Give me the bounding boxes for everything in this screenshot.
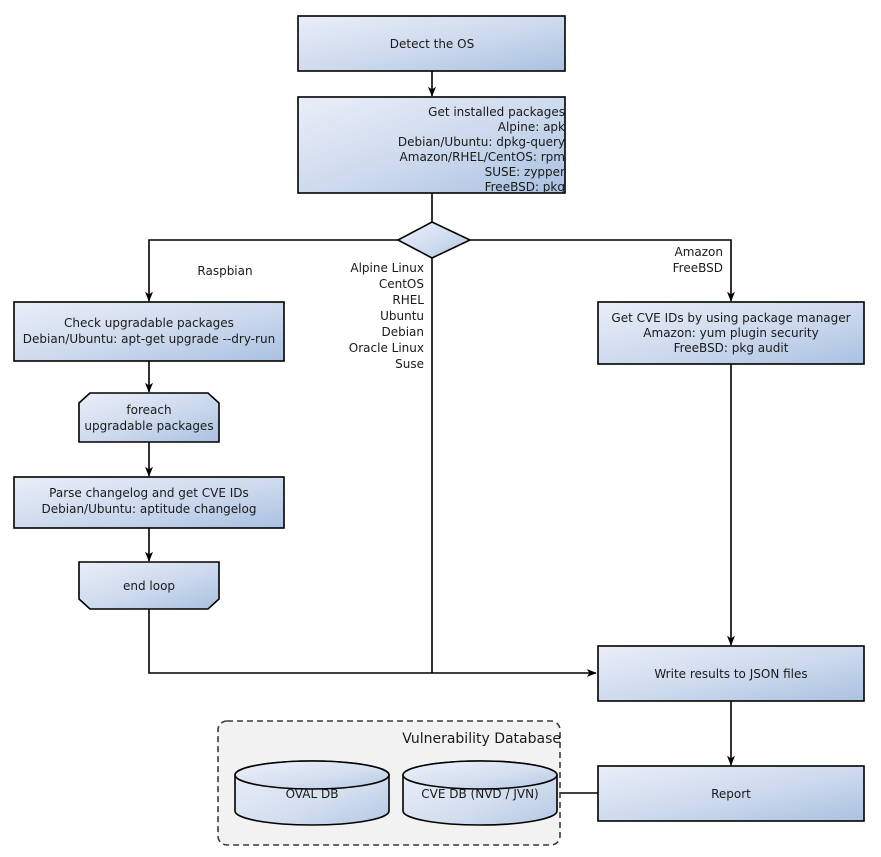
- edge-label-amazon-line-1: FreeBSD: [673, 261, 723, 275]
- node-foreach-line-1: upgradable packages: [84, 419, 213, 433]
- node-check-upgradable[interactable]: Check upgradable packages Debian/Ubuntu:…: [13, 301, 285, 362]
- node-get-cve-ids-line-2: FreeBSD: pkg audit: [674, 341, 789, 355]
- edge-label-middle-line-5: Oracle Linux: [349, 341, 424, 355]
- group-vulnerability-database-title: Vulnerability Database: [402, 731, 561, 747]
- edge-label-middle-line-6: Suse: [395, 357, 424, 371]
- node-get-cve-ids[interactable]: Get CVE IDs by using package manager Ama…: [597, 301, 865, 365]
- node-get-cve-ids-line-1: Amazon: yum plugin security: [643, 326, 818, 340]
- node-get-installed-packages-line-4: SUSE: zypper: [485, 165, 565, 179]
- node-get-cve-ids-line-0: Get CVE IDs by using package manager: [611, 311, 850, 325]
- node-foreach-line-0: foreach: [126, 403, 171, 417]
- edge-label-middle-line-3: Ubuntu: [380, 309, 424, 323]
- edge-label-raspbian-line-0: Raspbian: [197, 264, 252, 278]
- node-report-label: Report: [711, 787, 751, 801]
- edge-label-middle-line-1: CentOS: [379, 277, 424, 291]
- node-get-installed-packages-line-5: FreeBSD: pkg: [485, 180, 565, 194]
- db-cve-label: CVE DB (NVD / JVN): [421, 787, 538, 801]
- db-cve[interactable]: CVE DB (NVD / JVN): [402, 760, 558, 826]
- edge-endloop-to-write-results: [148, 609, 597, 677]
- edge-decision-to-check-upgradable: [145, 239, 398, 302]
- edge-label-middle-line-2: RHEL: [392, 293, 424, 307]
- node-check-upgradable-line-1: Debian/Ubuntu: apt-get upgrade --dry-run: [23, 332, 275, 346]
- node-parse-changelog[interactable]: Parse changelog and get CVE IDs Debian/U…: [13, 476, 285, 529]
- node-get-installed-packages-line-3: Amazon/RHEL/CentOS: rpm: [400, 150, 565, 164]
- edge-decision-to-get-cve-ids: [470, 239, 735, 302]
- edge-label-middle-line-4: Debian: [381, 325, 424, 339]
- node-get-installed-packages-line-0: Get installed packages: [428, 105, 565, 119]
- node-detect-os-label: Detect the OS: [390, 37, 474, 51]
- node-end-loop[interactable]: end loop: [78, 561, 220, 610]
- node-detect-os[interactable]: Detect the OS: [297, 15, 566, 72]
- node-get-installed-packages[interactable]: Get installed packages Alpine: apk Debia…: [297, 96, 566, 194]
- node-parse-changelog-line-0: Parse changelog and get CVE IDs: [49, 486, 249, 500]
- node-end-loop-label: end loop: [123, 579, 175, 593]
- node-foreach-loop[interactable]: foreach upgradable packages: [78, 392, 220, 443]
- db-oval[interactable]: OVAL DB: [234, 760, 390, 826]
- node-os-decision[interactable]: [396, 221, 472, 259]
- node-write-results-label: Write results to JSON files: [654, 667, 807, 681]
- node-parse-changelog-line-1: Debian/Ubuntu: aptitude changelog: [42, 502, 257, 516]
- db-oval-label: OVAL DB: [286, 787, 339, 801]
- node-report[interactable]: Report: [597, 765, 865, 822]
- group-vulnerability-database: Vulnerability Database OVAL DB CVE DB (N…: [217, 720, 561, 846]
- edge-label-amazon-line-0: Amazon: [675, 245, 724, 259]
- edge-label-middle-distros: Alpine Linux CentOS RHEL Ubuntu Debian O…: [349, 261, 425, 371]
- node-get-installed-packages-line-1: Alpine: apk: [498, 120, 565, 134]
- edge-label-amazon-freebsd: Amazon FreeBSD: [673, 245, 723, 275]
- node-write-results[interactable]: Write results to JSON files: [597, 645, 865, 702]
- edge-label-middle-line-0: Alpine Linux: [350, 261, 424, 275]
- edge-label-raspbian: Raspbian: [197, 264, 252, 278]
- node-check-upgradable-line-0: Check upgradable packages: [64, 316, 234, 330]
- node-get-installed-packages-line-2: Debian/Ubuntu: dpkg-query: [398, 135, 565, 149]
